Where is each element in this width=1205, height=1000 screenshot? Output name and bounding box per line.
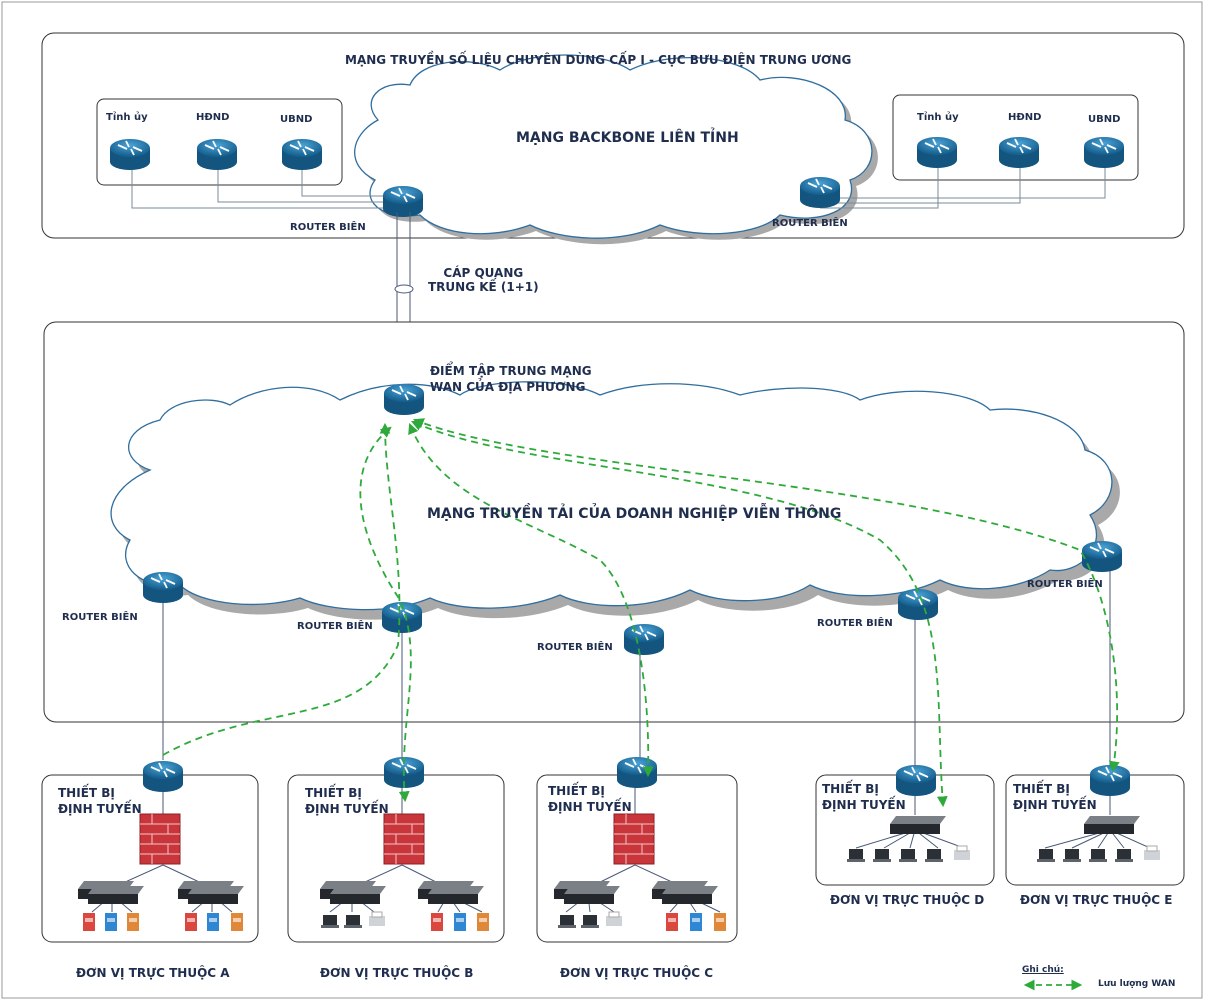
switch-icon [1084, 816, 1140, 834]
router-icon [1081, 540, 1123, 573]
fiber-label: CÁP QUANG TRUNG KẾ (1+1) [428, 266, 539, 294]
gov-label-ubnd-right: UBND [1088, 114, 1121, 125]
wan-concentration-router-icon [383, 383, 425, 416]
backbone-cloud [354, 54, 878, 245]
router-label-mid-1: ROUTER BIÊN [62, 612, 138, 623]
pc-icon [581, 915, 599, 928]
server-icon [690, 913, 702, 931]
router-label-mid-2: ROUTER BIÊN [297, 621, 373, 632]
router-icon [196, 138, 238, 171]
transport-cloud [110, 381, 1120, 620]
gov-label-hdnd-left: HĐND [196, 112, 230, 123]
unit-name-e: ĐƠN VỊ TRỰC THUỘC E [1020, 893, 1173, 907]
concentration-label: ĐIỂM TẬP TRUNG MẠNG WAN CỦA ĐỊA PHƯƠNG [430, 364, 592, 394]
pc-icon [1037, 849, 1055, 862]
pc-icon [1089, 849, 1107, 862]
gov-label-ubnd-left: UBND [280, 114, 313, 125]
router-label-mid-4: ROUTER BIÊN [817, 618, 893, 629]
switch-icon [662, 886, 718, 904]
unit-name-d: ĐƠN VỊ TRỰC THUỘC D [830, 893, 985, 907]
server-icon [454, 913, 466, 931]
switch-icon [428, 886, 484, 904]
pc-icon [847, 849, 865, 862]
router-icon [142, 760, 184, 793]
switch-icon [564, 886, 620, 904]
top-region-title: MẠNG TRUYỀN SỐ LIỆU CHUYÊN DÙNG CẤP I - … [345, 53, 852, 67]
server-icon [714, 913, 726, 931]
pc-icon [321, 915, 339, 928]
legend-title: Ghi chú: [1022, 965, 1064, 975]
gov-label-tinh-uy-left: Tỉnh ủy [106, 112, 148, 123]
gov-label-hdnd-right: HĐND [1008, 112, 1042, 123]
pc-icon [344, 915, 362, 928]
router-icon [382, 185, 424, 218]
pc-icon [1063, 849, 1081, 862]
pc-icon [899, 849, 917, 862]
switch-icon [88, 886, 144, 904]
server-icon [185, 913, 197, 931]
switch-icon [330, 886, 386, 904]
router-label-top-left: ROUTER BIÊN [290, 222, 366, 233]
router-label-mid-5: ROUTER BIÊN [1027, 579, 1103, 590]
legend-item-label: Lưu lượng WAN [1098, 979, 1176, 989]
backbone-label: MẠNG BACKBONE LIÊN TỈNH [516, 130, 739, 146]
unit-name-b: ĐƠN VỊ TRỰC THUỘC B [320, 966, 474, 980]
fiber-bundle-marker [394, 284, 414, 294]
pc-icon [925, 849, 943, 862]
server-icon [127, 913, 139, 931]
server-icon [231, 913, 243, 931]
pc-icon [1115, 849, 1133, 862]
firewall-icon [613, 813, 655, 865]
pc-icon [558, 915, 576, 928]
router-icon [142, 571, 184, 604]
unit-name-a: ĐƠN VỊ TRỰC THUỘC A [76, 966, 230, 980]
top-links [131, 165, 1106, 209]
switch-icon [890, 816, 946, 834]
unit-name-c: ĐƠN VỊ TRỰC THUỘC C [560, 966, 714, 980]
router-icon [897, 588, 939, 621]
server-icon [83, 913, 95, 931]
router-icon [109, 138, 151, 171]
router-icon [623, 623, 665, 656]
server-icon [431, 913, 443, 931]
server-icon [207, 913, 219, 931]
server-icon [477, 913, 489, 931]
server-icon [105, 913, 117, 931]
router-icon [916, 136, 958, 169]
gov-label-tinh-uy-right: Tỉnh ủy [917, 112, 959, 123]
router-icon [1083, 136, 1125, 169]
transport-label: MẠNG TRUYỀN TẢI CỦA DOANH NGHIỆP VIỄN TH… [427, 506, 842, 522]
router-icon [281, 138, 323, 171]
server-icon [666, 913, 678, 931]
pc-icon [873, 849, 891, 862]
firewall-icon [139, 813, 181, 865]
router-label-mid-3: ROUTER BIÊN [537, 642, 613, 653]
router-icon [799, 176, 841, 209]
router-label-top-right: ROUTER BIÊN [772, 218, 848, 229]
switch-icon [188, 886, 244, 904]
router-icon [998, 136, 1040, 169]
wan-traffic-flows [162, 418, 1120, 808]
firewall-icon [383, 813, 425, 865]
